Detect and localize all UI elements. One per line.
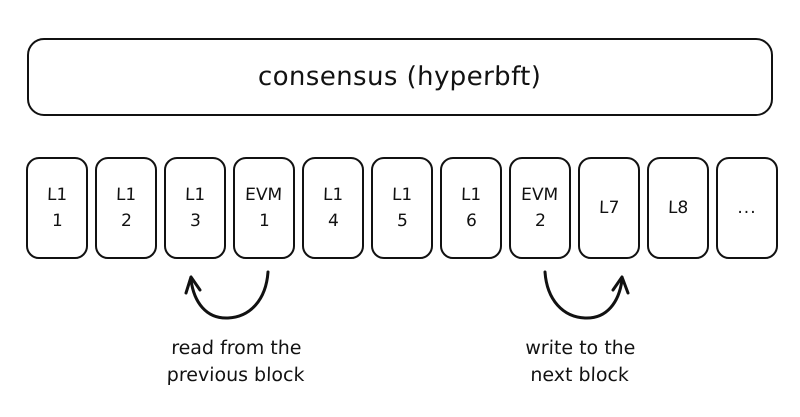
block-label-sub: 2 <box>534 210 546 231</box>
blocks-row: L1 1 L1 2 L1 3 EVM 1 L1 4 L1 5 L1 6 EVM <box>26 157 778 259</box>
block-l1-4[interactable]: L1 4 <box>302 157 364 259</box>
block-l1-6[interactable]: L1 6 <box>440 157 502 259</box>
block-label-sub: 2 <box>120 210 132 231</box>
block-l8[interactable]: L8 <box>647 157 709 259</box>
block-evm-1[interactable]: EVM 1 <box>233 157 295 259</box>
block-label-sub: 1 <box>51 210 63 231</box>
block-label-top: L8 <box>667 197 689 218</box>
block-l1-3[interactable]: L1 3 <box>164 157 226 259</box>
curved-arrow-left-up-icon <box>184 270 270 320</box>
block-label-sub: 5 <box>396 210 408 231</box>
block-label-top: L1 <box>184 185 206 206</box>
block-l1-1[interactable]: L1 1 <box>26 157 88 259</box>
block-label-top: L1 <box>115 185 137 206</box>
block-label-top: L1 <box>391 185 413 206</box>
annotation-read-line1: read from the <box>170 337 302 359</box>
block-l1-2[interactable]: L1 2 <box>95 157 157 259</box>
block-label-top: L1 <box>460 185 482 206</box>
annotation-write-line1: write to the <box>525 337 636 359</box>
block-label-sub: 4 <box>327 210 339 231</box>
block-label-top: ... <box>737 197 757 218</box>
block-l1-5[interactable]: L1 5 <box>371 157 433 259</box>
annotation-read-caption: read from the previous block <box>115 335 356 389</box>
block-label-sub: 6 <box>465 210 477 231</box>
block-ellipsis[interactable]: ... <box>716 157 778 259</box>
block-evm-2[interactable]: EVM 2 <box>509 157 571 259</box>
block-l7[interactable]: L7 <box>578 157 640 259</box>
block-label-top: L1 <box>46 185 68 206</box>
block-label-top: L7 <box>598 197 620 218</box>
curved-arrow-right-up-icon <box>543 270 630 320</box>
block-label-sub: 1 <box>258 210 270 231</box>
block-label-top: L1 <box>322 185 344 206</box>
annotation-read-line2: previous block <box>166 363 305 386</box>
annotation-write-line2: next block <box>530 363 630 386</box>
consensus-label: consensus (hyperbft) <box>257 62 543 92</box>
annotation-write-caption: write to the next block <box>469 335 690 389</box>
block-label-top: EVM <box>245 185 283 206</box>
block-label-top: EVM <box>521 185 559 206</box>
block-label-sub: 3 <box>189 210 201 231</box>
consensus-bar: consensus (hyperbft) <box>27 38 773 116</box>
